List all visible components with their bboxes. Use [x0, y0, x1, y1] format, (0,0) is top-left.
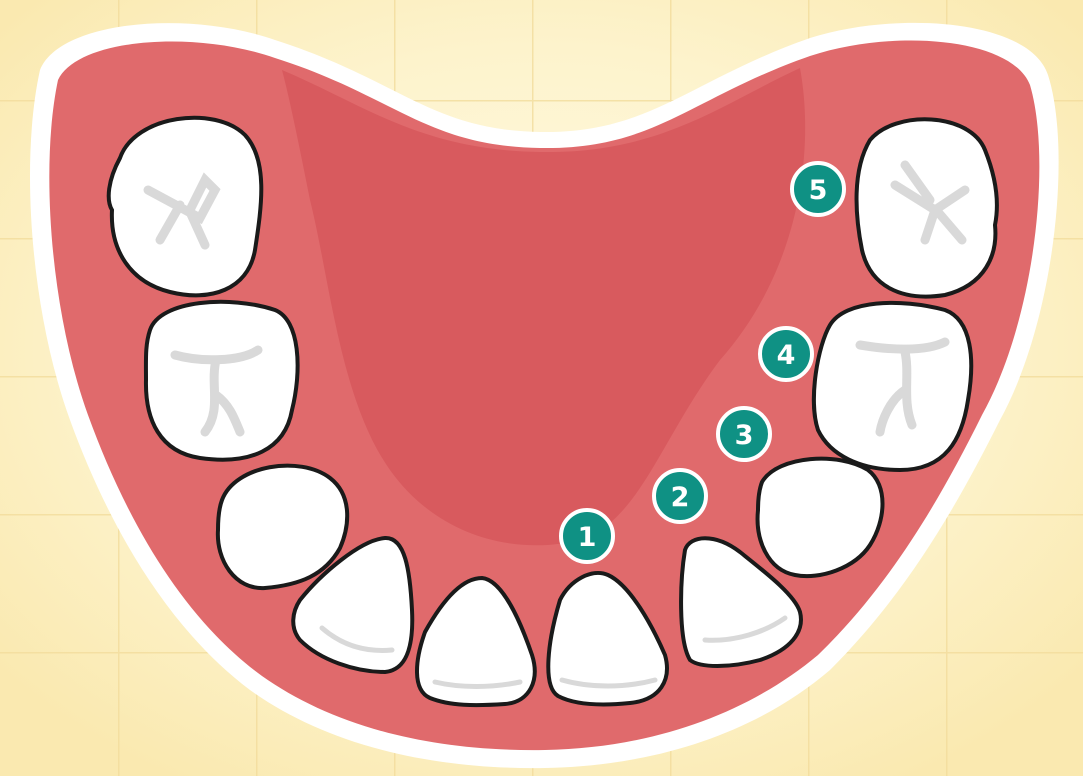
marker-5-label: 5	[809, 175, 828, 206]
marker-2-label: 2	[671, 482, 690, 513]
tooth-left-molar-1	[146, 302, 298, 460]
marker-3: 3	[718, 408, 770, 460]
marker-4-label: 4	[777, 340, 796, 371]
marker-3-label: 3	[735, 420, 754, 451]
tooth-left-molar-2	[109, 118, 262, 296]
marker-5: 5	[792, 163, 844, 215]
tooth-right-molar-1	[814, 303, 971, 470]
marker-2: 2	[654, 470, 706, 522]
marker-4: 4	[760, 328, 812, 380]
marker-1-label: 1	[578, 522, 597, 553]
marker-1: 1	[561, 510, 613, 562]
tooth-right-molar-2	[857, 119, 997, 296]
